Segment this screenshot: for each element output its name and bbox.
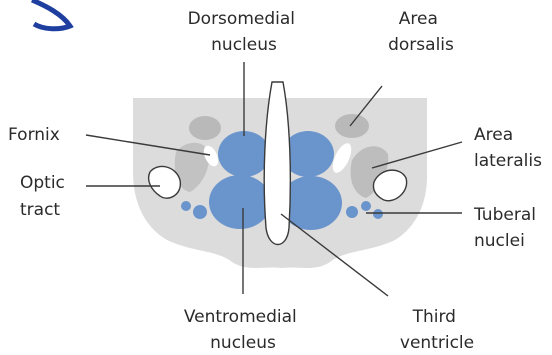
tuberal-nucleus-right-2 <box>361 201 371 211</box>
third-ventricle-shape <box>264 82 290 245</box>
tuberal-nucleus-right-1 <box>346 206 358 218</box>
label-area-dorsalis: Area dorsalis <box>388 9 454 55</box>
ventromedial-nucleus-left-shape <box>209 175 271 229</box>
area-dorsalis-left-shape <box>189 116 221 140</box>
label-fornix: Fornix <box>8 125 60 145</box>
label-third-ventricle: Third ventricle <box>400 307 474 353</box>
dorsomedial-nucleus-left-shape <box>218 131 270 177</box>
label-tuberal-nuclei: Tuberal nuclei <box>473 205 541 251</box>
area-dorsalis-right-shape <box>335 114 369 138</box>
label-area-lateralis: Area lateralis <box>474 125 542 171</box>
title-fragment <box>32 0 70 29</box>
tuberal-nucleus-left-1 <box>181 201 191 211</box>
label-dorsomedial-nucleus: Dorsomedial nucleus <box>188 9 301 55</box>
tuberal-nucleus-right-3 <box>373 209 383 219</box>
label-ventromedial-nucleus: Ventromedial nucleus <box>184 307 302 353</box>
tuberal-nucleus-left-2 <box>193 205 207 219</box>
label-optic-tract: Optic tract <box>20 173 70 220</box>
